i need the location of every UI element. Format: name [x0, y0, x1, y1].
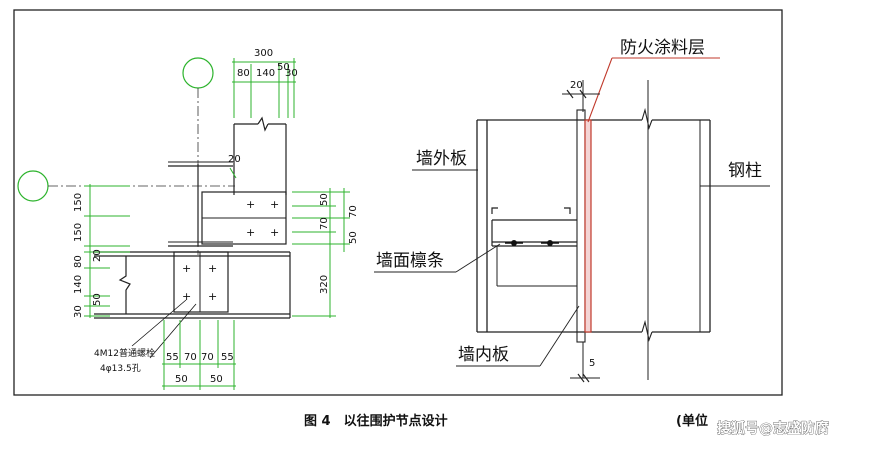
svg-text:+: +: [270, 226, 279, 239]
svg-text:+: +: [182, 290, 191, 303]
dim-bottom-70b: 70: [201, 352, 214, 363]
dim-bottom-50a: 50: [175, 374, 188, 385]
dim-bottom-55b: 55: [221, 352, 234, 363]
svg-text:+: +: [182, 262, 191, 275]
dim-right-70a: 70: [319, 217, 330, 230]
right-detail: 防火涂料层 20 墙外板 钢柱 墙面檩条 墙内板 5: [374, 38, 770, 383]
dim-left-30: 30: [73, 305, 84, 318]
dim-bottom-70a: 70: [184, 352, 197, 363]
purlin-label: 墙面檩条: [376, 251, 444, 271]
fireproof-label: 防火涂料层: [620, 38, 705, 58]
dim-left-150a: 150: [73, 193, 84, 212]
svg-text:+: +: [208, 262, 217, 275]
left-detail: 300 80 140 50 30 + +: [17, 48, 359, 390]
svg-text:+: +: [246, 198, 255, 211]
dim-left-50: 50: [92, 293, 103, 306]
watermark: 搜狐号@志盛防腐: [717, 420, 829, 437]
svg-text:+: +: [270, 198, 279, 211]
outer-wall-label: 墙外板: [416, 149, 467, 169]
svg-text:+: +: [208, 290, 217, 303]
svg-text:+: +: [246, 226, 255, 239]
figure-caption: 图 4 以往围护节点设计: [304, 413, 448, 429]
unit-note: (单位: [676, 413, 708, 429]
dim-left-80: 80: [73, 255, 84, 268]
dim-right-50a: 50: [319, 193, 330, 206]
axis-marker-top: [182, 57, 214, 89]
bolt-label: 4M12普通螺栓: [94, 347, 155, 359]
dim-left-150b: 150: [73, 223, 84, 242]
steel-column-label: 钢柱: [728, 161, 762, 181]
dim-right-320: 320: [319, 275, 330, 294]
dim-bottom-50b: 50: [210, 374, 223, 385]
hole-label: 4φ13.5孔: [100, 363, 141, 374]
dim-right-50b: 50: [348, 231, 359, 244]
dim-top-part-1: 80: [237, 68, 250, 79]
dim-gap-20-left: 20: [228, 154, 241, 165]
dim-gap-5: 5: [589, 358, 595, 369]
dim-top-part-3: 50: [277, 62, 290, 73]
dim-top-part-4: 30: [285, 68, 298, 79]
dim-left-140: 140: [73, 275, 84, 294]
dim-top-total: 300: [254, 48, 273, 59]
drawing-frame: [13, 9, 783, 396]
dim-bottom-55a: 55: [166, 352, 179, 363]
dim-top-part-2: 140: [256, 68, 275, 79]
fireproof-coating-layer: [584, 119, 592, 333]
axis-marker-left: [17, 170, 49, 202]
dim-right-70b: 70: [348, 205, 359, 218]
dim-left-20: 20: [92, 249, 103, 262]
dim-gap-20-right: 20: [570, 80, 583, 91]
inner-wall-label: 墙内板: [458, 345, 509, 365]
